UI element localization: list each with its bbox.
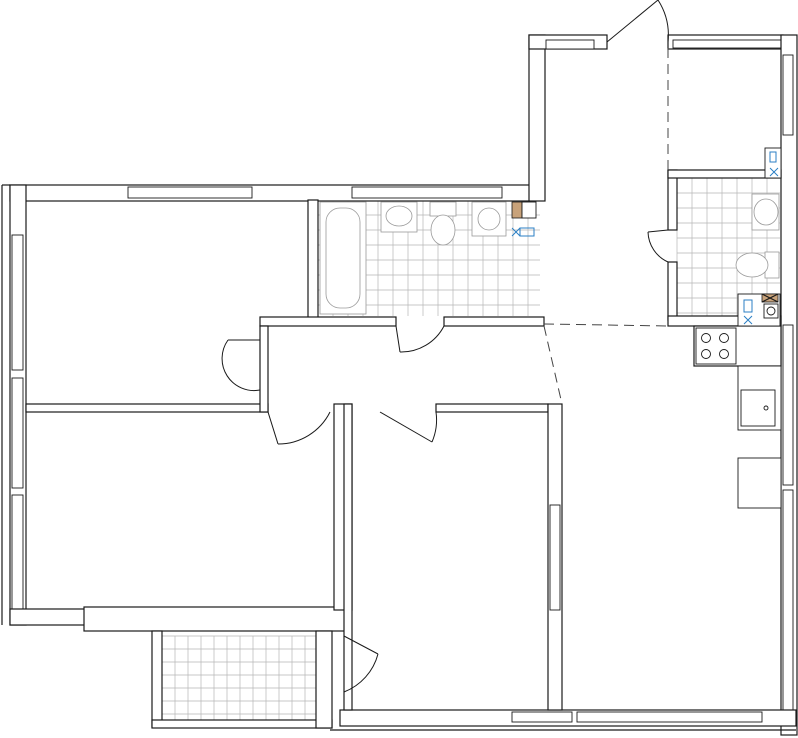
stove [695,327,737,365]
balcony-tiles [161,635,316,720]
wc-riser [737,293,781,327]
washbasin [380,201,418,233]
outer-walls [1,34,798,736]
balcony [151,630,333,729]
zone-dashed-lines [543,48,669,405]
doors [221,0,669,693]
bathtub [319,201,367,315]
wc-toilet [735,251,780,279]
wc-washbasin [751,193,780,231]
toilet-bath [429,201,457,246]
wc-meters [764,147,782,179]
riser-bath [511,201,537,237]
washing-machine [471,201,507,237]
kitchen-sink [740,389,776,427]
